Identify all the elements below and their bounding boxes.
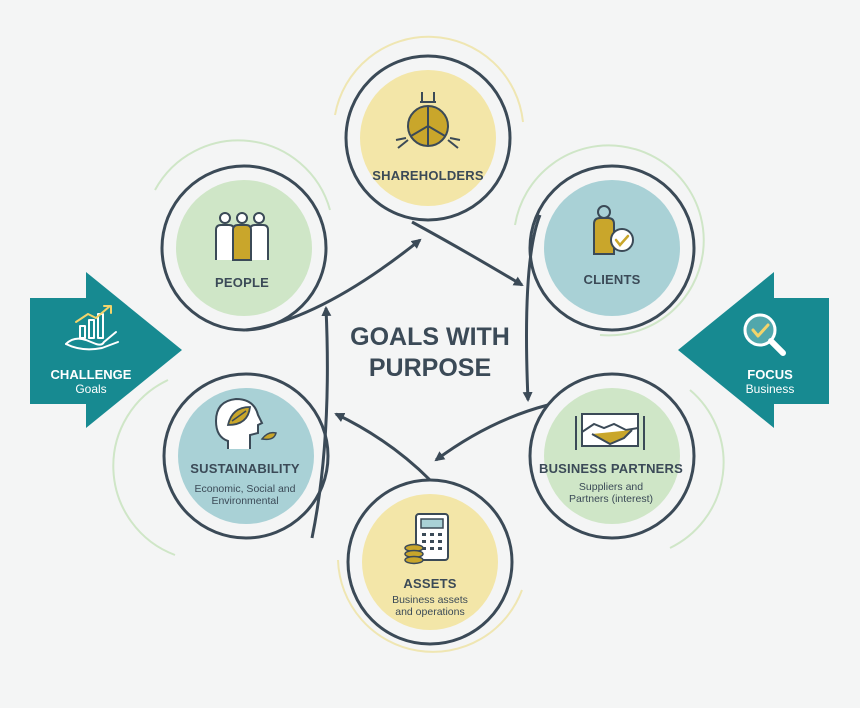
people-ring — [160, 164, 328, 332]
partners-outer-arc — [669, 389, 725, 549]
node-assets: ASSETS Business assets and operations — [346, 478, 514, 646]
node-business-partners: BUSINESS PARTNERS Suppliers and Partners… — [528, 372, 696, 540]
group-of-people-icon — [215, 212, 269, 261]
challenge-arrow-shape — [30, 272, 182, 428]
sustainability-to-people-arrow — [310, 306, 332, 539]
partners-to-assets-arrow — [434, 403, 549, 462]
clients-to-partners-arrow — [522, 214, 542, 402]
sustainability-disc — [178, 388, 314, 524]
people-outer-arc — [154, 139, 331, 211]
center-title-line1: GOALS WITH — [350, 323, 510, 351]
partners-ring — [528, 372, 696, 540]
sustainability-subtitle-line1: Economic, Social and — [195, 483, 296, 495]
sustainability-title: SUSTAINABILITY — [190, 461, 300, 476]
node-clients: CLIENTS — [528, 164, 696, 332]
focus-subtitle: Business — [746, 382, 795, 396]
partners-subtitle-line2: Partners (interest) — [569, 493, 653, 505]
focus-arrow-shape — [678, 272, 829, 428]
flow-connectors — [245, 214, 549, 539]
center-title-line2: PURPOSE — [369, 354, 491, 382]
partners-title: BUSINESS PARTNERS — [539, 461, 683, 476]
partners-disc — [544, 388, 680, 524]
calculator-coins-icon — [404, 513, 449, 565]
assets-to-sustainability-arrow — [334, 412, 432, 482]
sustainability-subtitle-line2: Environmental — [211, 495, 278, 507]
assets-disc — [362, 494, 498, 630]
node-sustainability: SUSTAINABILITY Economic, Social and Envi… — [162, 372, 330, 540]
challenge-arrow: CHALLENGE Goals — [30, 272, 182, 428]
people-title: PEOPLE — [215, 275, 269, 290]
assets-subtitle-line2: and operations — [395, 606, 464, 618]
growth-chart-icon — [65, 305, 119, 351]
partners-subtitle-line1: Suppliers and — [579, 481, 643, 493]
sustainability-ring — [162, 372, 330, 540]
node-people: PEOPLE — [160, 164, 328, 332]
assets-subtitle-line1: Business assets — [392, 594, 468, 606]
shareholders-title: SHAREHOLDERS — [372, 168, 484, 183]
assets-title: ASSETS — [403, 576, 456, 591]
shareholders-outer-arc — [334, 35, 524, 123]
clients-ring — [528, 164, 696, 332]
shareholders-ring — [344, 54, 512, 222]
puzzle-hands-icon — [395, 92, 461, 149]
focus-arrow: FOCUS Business — [678, 272, 829, 428]
handshake-icon — [575, 413, 645, 450]
head-leaf-icon — [214, 397, 277, 449]
assets-outer-arc — [337, 559, 523, 653]
challenge-subtitle: Goals — [75, 382, 106, 396]
sustainability-outer-arc — [112, 379, 176, 556]
clients-title: CLIENTS — [583, 272, 640, 287]
decorative-arcs — [112, 35, 725, 653]
challenge-title: CHALLENGE — [51, 367, 132, 382]
people-to-shareholders-arrow — [245, 238, 422, 332]
shareholders-to-clients-arrow — [411, 220, 524, 287]
person-check-icon — [593, 205, 634, 255]
clients-outer-arc — [514, 144, 705, 337]
focus-title: FOCUS — [747, 367, 793, 382]
node-shareholders: SHAREHOLDERS — [344, 54, 512, 222]
magnifier-check-icon — [743, 313, 786, 356]
